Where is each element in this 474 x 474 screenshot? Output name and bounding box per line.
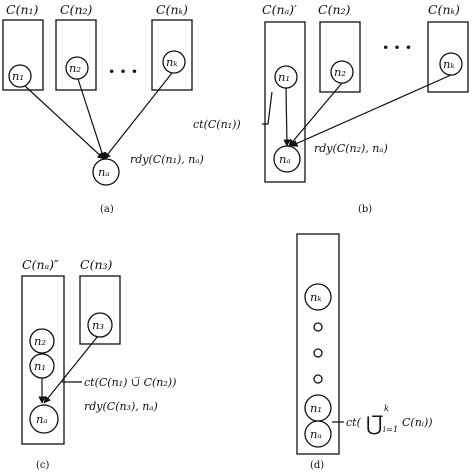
panel-a-edge-nk (103, 72, 173, 160)
panel-a: C(n₁) C(n₂) C(nₖ) • • • n₁ n₂ nₖ nₐ rdy(… (2, 2, 204, 215)
panel-d-caption: (d) (310, 460, 324, 471)
panel-a-ellipsis: • • • (108, 64, 138, 79)
panel-d-union-upper: k (384, 404, 389, 414)
panel-b-edge-nk (290, 74, 452, 147)
panel-a-cluster-n2 (55, 19, 97, 91)
panel-a-rdy-annotation: rdy(C(n₁), nₐ) (130, 153, 204, 166)
panel-b-cluster-na (264, 21, 306, 183)
panel-a-cluster-n1 (2, 19, 44, 91)
panel-d-node-n1-label: n₁ (310, 401, 322, 415)
panel-d: nₖ n₁ nₐ ct( ⋃̅ k i=1 C(nᵢ)) (d) (296, 233, 433, 471)
panel-d-node-na (304, 420, 332, 448)
panel-b-box-label-2: C(n₂) (318, 2, 351, 17)
panel-a-box-label-1: C(n₁) (6, 2, 39, 17)
panel-b-node-nk-label: nₖ (443, 57, 455, 71)
panel-c-ct-annotation: ct(C(n₁) ∪̅ C(n₂)) (84, 376, 176, 389)
panel-c: C(nₐ)″ C(n₃) n₂ n₁ n₃ nₐ ct(C(n₁) ∪̅ C(n… (21, 257, 176, 471)
panel-a-edge-n1 (24, 85, 105, 160)
panel-d-union-lower: i=1 (383, 425, 398, 435)
panel-c-node-n1 (29, 353, 55, 379)
panel-a-box-label-k: C(nₖ) (156, 2, 188, 17)
panel-c-node-n3 (87, 312, 113, 338)
panel-b-ct-pointer (262, 91, 273, 125)
panel-b-edge-n1 (283, 87, 291, 147)
panel-d-cluster (296, 233, 340, 455)
panel-a-box-label-2: C(n₂) (60, 2, 93, 17)
panel-c-cluster-na (21, 275, 65, 445)
panel-b-node-na-label: nₐ (279, 152, 291, 166)
panel-b-ellipsis: • • • (382, 40, 412, 55)
panel-d-node-nk-label: nₖ (310, 290, 322, 304)
panel-d-ct-prefix: ct( (346, 416, 362, 429)
panel-a-edge-n2 (77, 78, 106, 160)
panel-a-node-n2-label: n₂ (69, 61, 81, 75)
panel-a-node-nk-label: nₖ (166, 55, 178, 69)
panel-d-dot-1 (313, 322, 323, 332)
panel-b-node-n1 (274, 65, 298, 89)
panel-c-node-n1-label: n₁ (34, 359, 46, 373)
panel-a-node-n1-label: n₁ (12, 69, 24, 83)
panel-d-union-symbol: ⋃̅ (366, 412, 383, 436)
panel-b-node-n1-label: n₁ (278, 70, 290, 84)
panel-c-node-n2-label: n₂ (34, 334, 46, 348)
panel-b-ct-annotation: ct(C(n₁)) (193, 118, 241, 131)
panel-a-node-na (92, 158, 120, 186)
panel-b-node-n2 (330, 60, 354, 84)
panel-b-node-nk (439, 52, 463, 76)
panel-c-edge-n3 (43, 335, 99, 404)
panel-b-node-na (273, 145, 301, 173)
panel-a-node-na-label: nₐ (98, 165, 110, 179)
panel-c-node-n2 (29, 328, 55, 354)
panel-a-node-n2 (65, 56, 89, 80)
panel-a-caption: (a) (100, 204, 114, 215)
panel-b: C(nₐ)′ C(n₂) C(nₖ) • • • n₁ n₂ nₖ nₐ ct(… (193, 2, 469, 215)
panel-c-cluster-n3 (79, 275, 121, 345)
panel-b-cluster-nk (427, 21, 469, 93)
panel-c-rdy-annotation: rdy(C(n₃), nₐ) (84, 400, 158, 413)
panel-d-node-na-label: nₐ (310, 427, 322, 441)
panel-a-node-n1 (8, 64, 32, 88)
panel-b-cluster-n2 (319, 21, 361, 93)
panel-b-box-label-a: C(nₐ)′ (262, 2, 297, 17)
panel-d-dot-2 (313, 348, 323, 358)
panel-b-caption: (b) (358, 204, 372, 215)
panel-a-cluster-nk (151, 19, 193, 91)
panel-c-box-label-a: C(nₐ)″ (22, 257, 59, 272)
panel-d-dot-3 (313, 374, 323, 384)
panel-d-ct-suffix: C(nᵢ)) (402, 416, 433, 429)
panel-c-box-label-3: C(n₃) (80, 257, 113, 272)
panel-d-node-nk (304, 283, 332, 311)
panel-b-edge-n2 (288, 82, 343, 147)
panel-c-node-n3-label: n₃ (92, 318, 104, 332)
panel-c-node-na (29, 404, 59, 434)
panel-b-rdy-annotation: rdy(C(n₂), nₐ) (314, 142, 388, 155)
panel-b-node-n2-label: n₂ (334, 65, 346, 79)
panel-c-node-na-label: nₐ (36, 412, 48, 426)
panel-b-box-label-k: C(nₖ) (428, 2, 460, 17)
panel-a-node-nk (162, 50, 186, 74)
panel-c-caption: (c) (36, 460, 50, 471)
